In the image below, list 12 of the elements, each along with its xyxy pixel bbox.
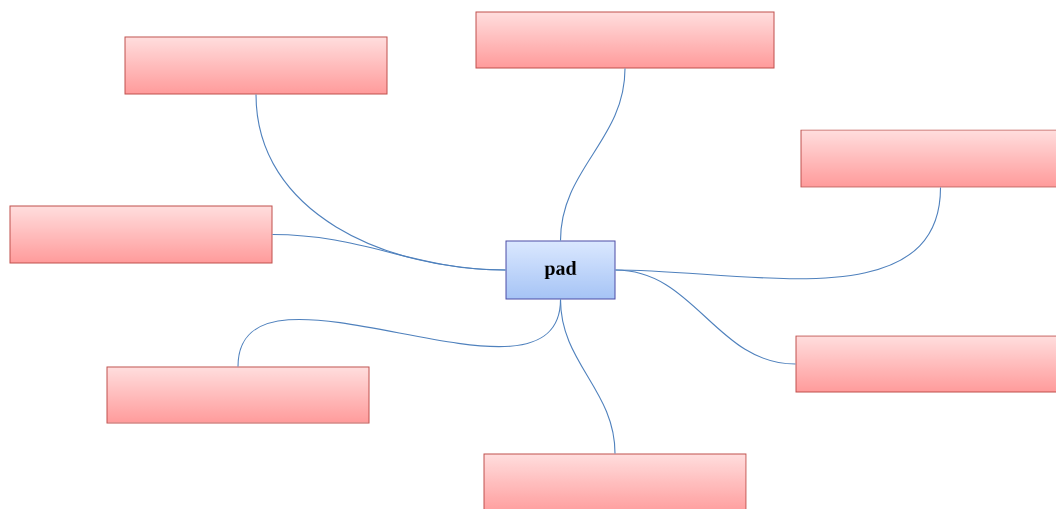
empty-box [124, 36, 388, 95]
empty-box [483, 453, 747, 509]
connector [559, 298, 616, 455]
empty-box [475, 11, 775, 69]
topic-box: pad [505, 240, 616, 300]
empty-box [795, 335, 1056, 393]
empty-box [800, 129, 1056, 188]
connector [559, 67, 626, 242]
connector [614, 269, 797, 365]
connector [271, 233, 507, 271]
empty-box [9, 205, 273, 264]
empty-box [106, 366, 370, 424]
